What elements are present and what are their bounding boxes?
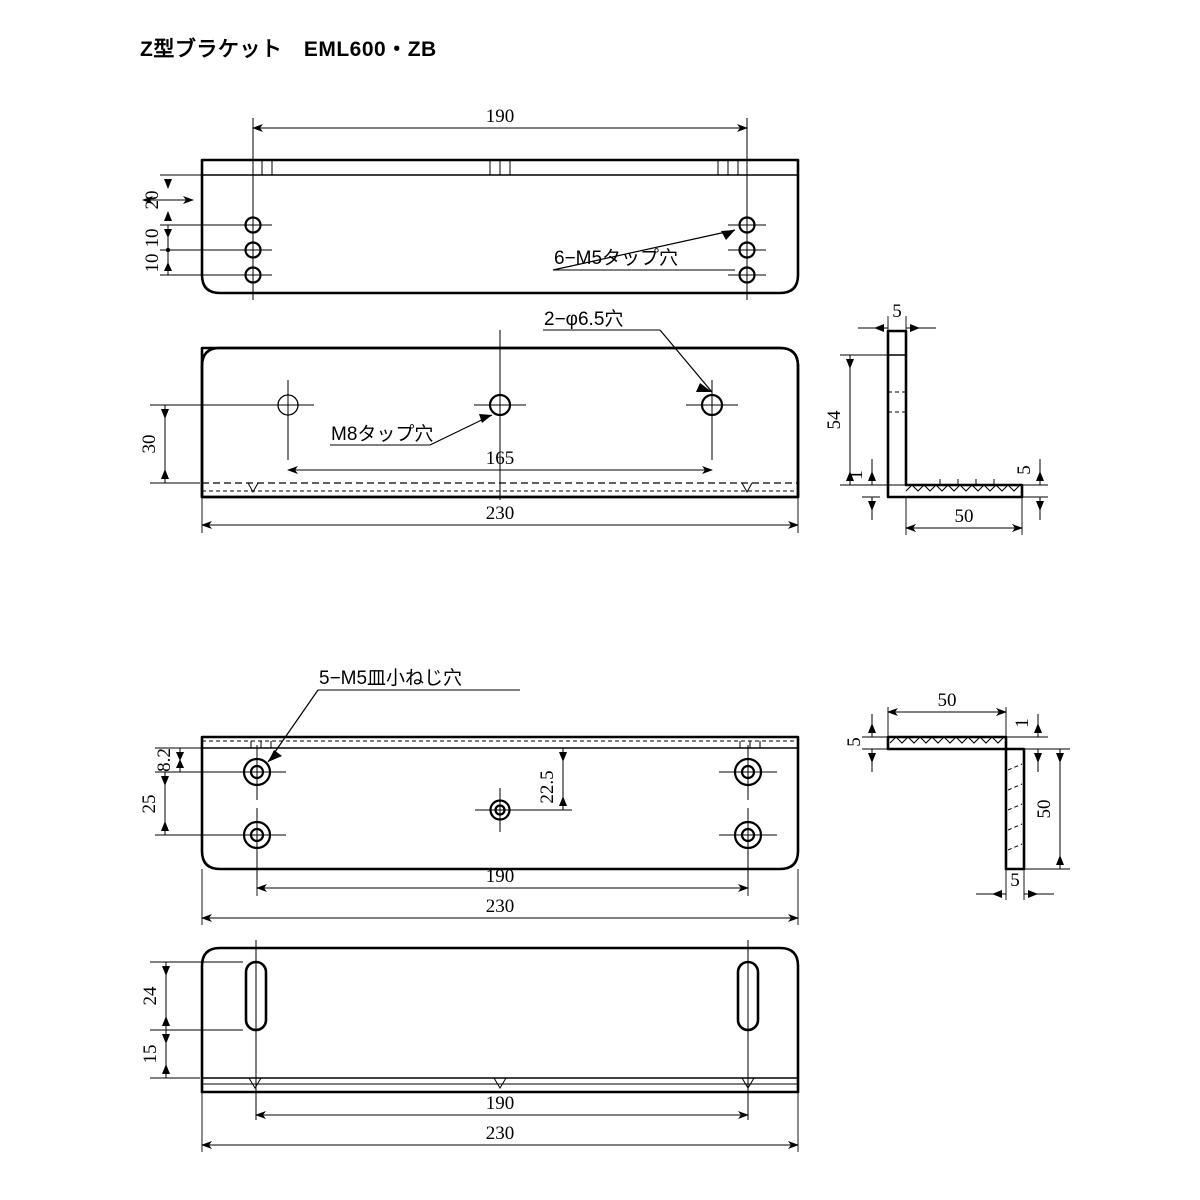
- bottom-section-break-line: [889, 736, 1005, 744]
- note-phi65-label: 2−φ6.5穴: [544, 308, 623, 330]
- bottom-elevation-vertical-dims: 24 15: [140, 961, 243, 1079]
- note-6m5-arrowhead: [721, 230, 735, 240]
- dim-50-bottom-top: 50: [887, 690, 1007, 737]
- dim-1-top: 1: [846, 459, 906, 520]
- dim-5-top-label: 5: [892, 301, 902, 322]
- note-phi65-arrowhead: [696, 383, 712, 392]
- dim-30: 30: [139, 404, 282, 484]
- dim-190-bottom-elev: 190: [255, 1093, 749, 1119]
- dim-25-label: 25: [139, 795, 160, 814]
- dim-5-right-label: 5: [1014, 465, 1035, 475]
- dim-230-bottom-plan: 230: [201, 869, 799, 925]
- dim-5-bottom-bottom-label: 5: [1010, 870, 1020, 891]
- dim-5-bottom-left-label: 5: [844, 737, 865, 747]
- middle-plan-countersink-marks: [247, 482, 753, 494]
- dim-22-5: 22.5: [512, 748, 572, 811]
- dim-5-right: 5: [1014, 459, 1048, 520]
- dim-230-bottom-elev: 230: [201, 1092, 799, 1152]
- bottom-section-outline: [886, 735, 1026, 871]
- slot: [244, 940, 760, 1120]
- dim-50-bottom-top-label: 50: [938, 690, 957, 711]
- dim-50-top-section: 50: [905, 497, 1023, 535]
- top-front-view: 190 20 10 10: [142, 106, 800, 300]
- dim-165-label: 165: [486, 448, 515, 469]
- dim-190-bottom-plan: 190: [256, 866, 749, 896]
- dim-230-bottom-plan-label: 230: [486, 896, 515, 917]
- dim-1-bottom: 1: [1006, 714, 1048, 772]
- bottom-plan-view: 5−M5皿小ねじ穴 8.2 25 22.5: [139, 667, 800, 925]
- bottom-section-hatch: [1007, 763, 1023, 851]
- dim-230-middle-label: 230: [486, 503, 515, 524]
- dim-190-label: 190: [486, 106, 515, 127]
- dim-190-bottom-plan-label: 190: [486, 866, 515, 887]
- dim-5-bottom-bottom: 5: [976, 869, 1054, 900]
- dim-1-bottom-label: 1: [1012, 718, 1033, 728]
- top-section-break-line: [905, 484, 1021, 492]
- dim-1-top-label: 1: [846, 470, 867, 480]
- dim-8-2-label: 8.2: [154, 748, 175, 772]
- dim-5-top: 5: [858, 301, 936, 332]
- dim-30-label: 30: [139, 435, 160, 454]
- bottom-plan-vertical-dims: 8.2 25: [139, 747, 244, 836]
- bottom-plan-tick-marks: [250, 741, 761, 748]
- note-m8-label: M8タップ穴: [331, 423, 433, 445]
- top-section-tick-marks: [939, 479, 995, 485]
- note-m8-arrowhead: [479, 414, 492, 423]
- top-front-vertical-dims: 20 10 10: [142, 174, 253, 276]
- dim-54: 54: [824, 354, 890, 486]
- dim-230-bottom-elev-label: 230: [486, 1123, 515, 1144]
- m5-countersunk-hole: [228, 745, 777, 880]
- bottom-right-section-view: 50 5 1: [844, 690, 1070, 900]
- note-phi65-leader: [659, 329, 713, 393]
- dim-50-top-section-label: 50: [955, 506, 974, 527]
- dim-24-label: 24: [140, 986, 161, 1006]
- dim-22-5-label: 22.5: [537, 770, 558, 803]
- bottom-plan-outline: [200, 735, 800, 871]
- note-5m5-arrowhead: [268, 750, 282, 762]
- note-5m5-label: 5−M5皿小ねじ穴: [319, 667, 462, 689]
- middle-plan-view: 2−φ6.5穴 M8タップ穴 30 165: [139, 308, 800, 533]
- note-6m5-leader: [552, 229, 736, 271]
- note-5m5-leader: [267, 689, 319, 763]
- dim-190-bottom-elev-label: 190: [486, 1093, 515, 1114]
- dim-50-bottom-vertical-label: 50: [1034, 800, 1055, 819]
- dim-10b-label: 10: [142, 254, 163, 273]
- page-title: Z型ブラケット EML600・ZB: [140, 38, 437, 61]
- dim-10a-label: 10: [142, 229, 163, 248]
- dim-5-bottom-left: 5: [844, 714, 890, 772]
- dim-20-label: 20: [142, 191, 163, 210]
- middle-plan-holes: [262, 330, 738, 500]
- dim-15-label: 15: [140, 1045, 161, 1064]
- top-right-section-view: 5 54 1: [824, 301, 1048, 535]
- top-section-hidden-marks: [888, 391, 906, 413]
- dim-54-label: 54: [824, 410, 845, 430]
- bottom-elevation-view: 24 15 190 230: [140, 940, 800, 1152]
- bottom-elevation-countersink-marks: [248, 1077, 755, 1089]
- top-front-tick-marks: [252, 160, 739, 175]
- top-section-outline: [886, 329, 1024, 499]
- note-6m5-label: 6−M5タップ穴: [554, 247, 678, 269]
- bottom-elevation-outline: [200, 946, 800, 1094]
- dim-50-bottom-vertical: 50: [1024, 748, 1070, 870]
- top-front-outline: [200, 158, 800, 295]
- dim-230-middle: 230: [201, 497, 799, 533]
- m5-tap-hole: [234, 216, 766, 284]
- dim-165: 165: [287, 448, 713, 474]
